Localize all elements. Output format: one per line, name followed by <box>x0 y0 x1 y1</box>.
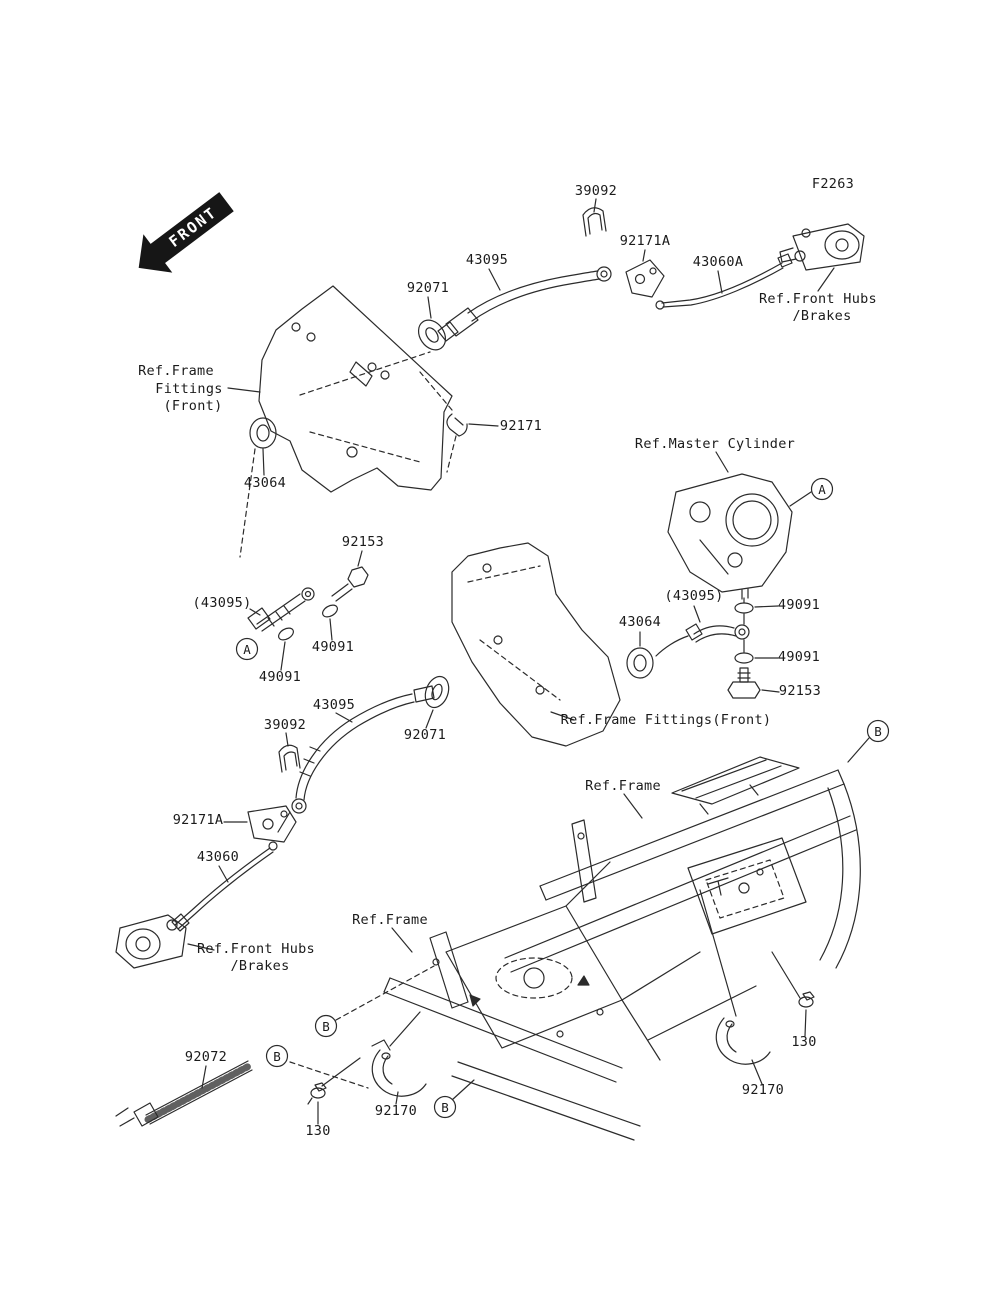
part-label-43095-paren-left: (43095) <box>193 595 252 611</box>
grommet-92071-top-drawing <box>417 296 447 351</box>
clamp-39092-top-drawing <box>582 198 607 237</box>
callout-b-near-92072: B <box>273 1049 281 1064</box>
brake-pipe-43060a-drawing <box>655 253 793 310</box>
part-label-92153-left: 92153 <box>342 534 384 550</box>
hose-43095-midleft-drawing <box>247 550 369 671</box>
part-label-49091-right2: 49091 <box>778 649 820 665</box>
ref-front-hubs-top-line2: /Brakes <box>793 308 852 324</box>
part-label-92071-mid: 92071 <box>404 727 446 743</box>
part-label-130-right: 130 <box>791 1034 816 1050</box>
part-label-43095-mid: 43095 <box>313 697 355 713</box>
part-label-39092-top: 39092 <box>575 183 617 199</box>
part-label-39092-mid: 39092 <box>264 717 306 733</box>
part-label-43060a: 43060A <box>693 254 744 270</box>
grommet-43064-left-drawing <box>239 417 277 558</box>
ref-frame-right: Ref.Frame <box>585 778 661 794</box>
part-label-43095-paren-right: (43095) <box>665 588 724 604</box>
ref-frame-left: Ref.Frame <box>352 912 428 928</box>
clip-92171-drawing <box>419 371 499 473</box>
ref-front-hubs-top-line1: Ref.Front Hubs <box>759 291 877 307</box>
part-label-49091-left2: 49091 <box>259 669 301 685</box>
part-label-130-left: 130 <box>305 1123 330 1139</box>
part-label-92171a-mid: 92171A <box>173 812 224 828</box>
callout-b-topright: B <box>874 724 882 739</box>
part-label-43095-top: 43095 <box>466 252 508 268</box>
front-direction-stamp <box>138 192 234 273</box>
part-label-43060: 43060 <box>197 849 239 865</box>
ref-frame-fittings-line2: Fittings <box>155 381 222 397</box>
ref-frame-fittings-line1: Ref.Frame <box>138 363 214 379</box>
ref-frame-fittings-line3: (Front) <box>164 398 223 414</box>
ref-front-hubs-bot-line1: Ref.Front Hubs <box>197 941 315 957</box>
callout-badges <box>235 477 890 1119</box>
ref-front-hubs-bot-line2: /Brakes <box>231 958 290 974</box>
frame-fitting-panel-center-drawing <box>451 542 621 747</box>
frame-assembly-drawing <box>335 737 870 1141</box>
banjo-stack-right-drawing <box>626 597 780 699</box>
master-cylinder-drawing <box>667 451 812 600</box>
diagram-artwork <box>115 192 890 1141</box>
front-hub-bottom-drawing <box>115 914 215 969</box>
part-label-92170-left: 92170 <box>375 1103 417 1119</box>
cable-tie-92072-drawing <box>115 1060 369 1127</box>
part-label-92153-right: 92153 <box>779 683 821 699</box>
clamp-92170-left-drawing <box>371 1011 427 1105</box>
part-label-92071-top: 92071 <box>407 280 449 296</box>
bolt-130-right-drawing <box>771 951 815 1037</box>
ref-master-cylinder: Ref.Master Cylinder <box>635 436 795 452</box>
part-label-49091-left1: 49091 <box>312 639 354 655</box>
part-label-92171: 92171 <box>500 418 542 434</box>
brake-hose-43095-top-drawing <box>437 266 612 342</box>
clamp-92170-right-drawing <box>699 889 771 1085</box>
bracket-92171a-top-drawing <box>625 249 665 298</box>
part-label-92171a-top: 92171A <box>620 233 671 249</box>
bolt-130-left-drawing <box>307 1057 361 1125</box>
callout-a-left: A <box>243 642 251 657</box>
frame-fitting-panel-left-drawing <box>227 285 453 493</box>
part-label-49091-right1: 49091 <box>778 597 820 613</box>
hose-assembly-lowerleft-drawing <box>171 675 450 932</box>
part-label-43064-right: 43064 <box>619 614 661 630</box>
ref-frame-fittings-front-inline: Ref.Frame Fittings(Front) <box>561 712 772 728</box>
callout-a-topright: A <box>818 482 826 497</box>
figure-code: F2263 <box>812 176 854 192</box>
front-hub-top-drawing <box>779 223 865 292</box>
callout-b-bottom: B <box>441 1100 449 1115</box>
callout-b-mid: B <box>322 1019 330 1034</box>
part-label-43064-left: 43064 <box>244 475 286 491</box>
part-label-92072: 92072 <box>185 1049 227 1065</box>
part-label-92170-right: 92170 <box>742 1082 784 1098</box>
